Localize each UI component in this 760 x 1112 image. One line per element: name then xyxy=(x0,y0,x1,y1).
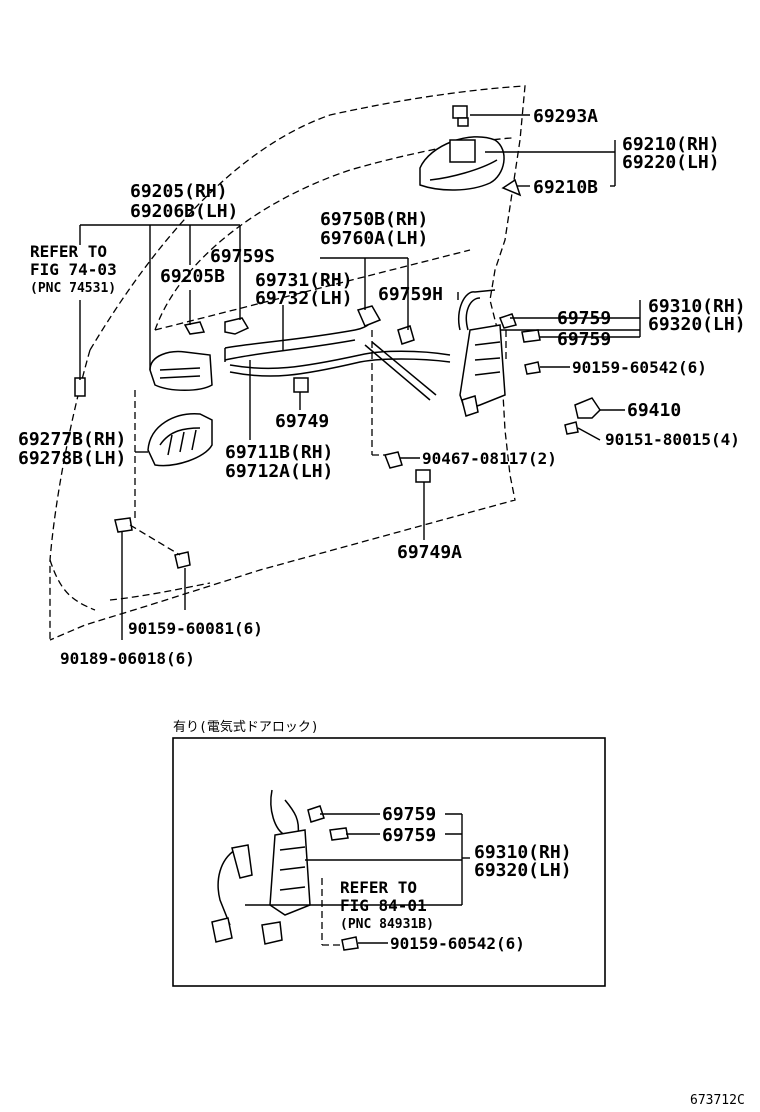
refer-to-74-line1: REFER TO xyxy=(30,242,107,261)
inset-label-69320-lh: 69320(LH) xyxy=(474,860,572,881)
label-90151-80015: 90151-80015(4) xyxy=(605,430,740,449)
inset-electric-door-lock: 有り(電気式ドアロック) 69759 69759 69310(RH) 69320… xyxy=(172,719,606,987)
label-90159-60081: 90159-60081(6) xyxy=(128,619,263,638)
inside-handle-69205 xyxy=(149,321,213,391)
label-69749: 69749 xyxy=(275,411,329,432)
pad-69210B xyxy=(501,178,522,197)
label-90467-08117: 90467-08117(2) xyxy=(422,449,557,468)
inset-label-90159-60542: 90159-60542(6) xyxy=(390,934,525,953)
inset-label-69759-upper: 69759 xyxy=(382,804,436,825)
inset-title: 有り(電気式ドアロック) xyxy=(173,719,319,735)
label-69759-lower: 69759 xyxy=(557,329,611,350)
dashed-leaders xyxy=(129,330,507,556)
clip-69759H xyxy=(397,325,415,345)
screw-90159-60081 xyxy=(174,551,191,569)
inset-refer-line3: (PNC 84931B) xyxy=(340,917,434,932)
label-69210B: 69210B xyxy=(533,177,598,198)
cable-69731 xyxy=(229,341,451,401)
callout-labels: 69293A 69210(RH) 69220(LH) 69210B 69205(… xyxy=(18,106,746,668)
clip-69749A xyxy=(415,469,431,483)
figure-id: 673712C xyxy=(690,1093,745,1108)
inset-frame xyxy=(172,737,606,987)
label-69750B-rh: 69750B(RH) xyxy=(320,209,428,230)
label-69711B-rh: 69711B(RH) xyxy=(225,442,333,463)
clip-69749 xyxy=(293,377,309,393)
label-69759H: 69759H xyxy=(378,284,443,305)
leader-lines xyxy=(79,114,641,640)
clip-69293A xyxy=(452,105,469,127)
label-69220-lh: 69220(LH) xyxy=(622,152,720,173)
label-69759-upper: 69759 xyxy=(557,308,611,329)
lock-rod-69750B xyxy=(224,305,382,362)
label-69732-lh: 69732(LH) xyxy=(255,288,353,309)
label-69205B: 69205B xyxy=(160,266,225,287)
hinge-bolt-90189 xyxy=(114,517,133,533)
clip-69759S xyxy=(224,317,250,335)
label-69206B-lh: 69206B(LH) xyxy=(130,201,238,222)
screw-90151-80015 xyxy=(564,421,579,435)
label-69278B-lh: 69278B(LH) xyxy=(18,448,126,469)
inset-refer-line2: FIG 84-01 xyxy=(340,896,427,915)
label-69760A-lh: 69760A(LH) xyxy=(320,228,428,249)
inset-label-69759-lower: 69759 xyxy=(382,825,436,846)
label-69712A-lh: 69712A(LH) xyxy=(225,461,333,482)
screw-90159-60542 xyxy=(524,361,541,375)
label-69277B-rh: 69277B(RH) xyxy=(18,429,126,450)
refer-to-74-line2: FIG 74-03 xyxy=(30,260,117,279)
inset-lock-assembly xyxy=(211,789,359,951)
label-69749A: 69749A xyxy=(397,542,462,563)
label-69310-rh: 69310(RH) xyxy=(648,296,746,317)
label-69210-rh: 69210(RH) xyxy=(622,134,720,155)
label-69293A: 69293A xyxy=(533,106,598,127)
trim-clip-74531 xyxy=(74,377,86,397)
label-69320-lh: 69320(LH) xyxy=(648,314,746,335)
door-lock-assembly-69310 xyxy=(458,289,506,417)
label-90189-06018: 90189-06018(6) xyxy=(60,649,195,668)
label-69205-rh: 69205(RH) xyxy=(130,181,228,202)
label-69410: 69410 xyxy=(627,400,681,421)
label-90159-60542: 90159-60542(6) xyxy=(572,358,707,377)
inset-label-69310-rh: 69310(RH) xyxy=(474,842,572,863)
refer-to-74-line3: (PNC 74531) xyxy=(30,281,116,296)
label-69731-rh: 69731(RH) xyxy=(255,270,353,291)
inset-refer-line1: REFER TO xyxy=(340,878,417,897)
lock-clips-69759 xyxy=(499,313,541,343)
label-69759S: 69759S xyxy=(210,246,275,267)
striker-69410 xyxy=(574,397,601,419)
bezel-69277B xyxy=(147,413,213,467)
outside-door-handle xyxy=(419,136,505,191)
bolt-90467 xyxy=(383,451,403,469)
